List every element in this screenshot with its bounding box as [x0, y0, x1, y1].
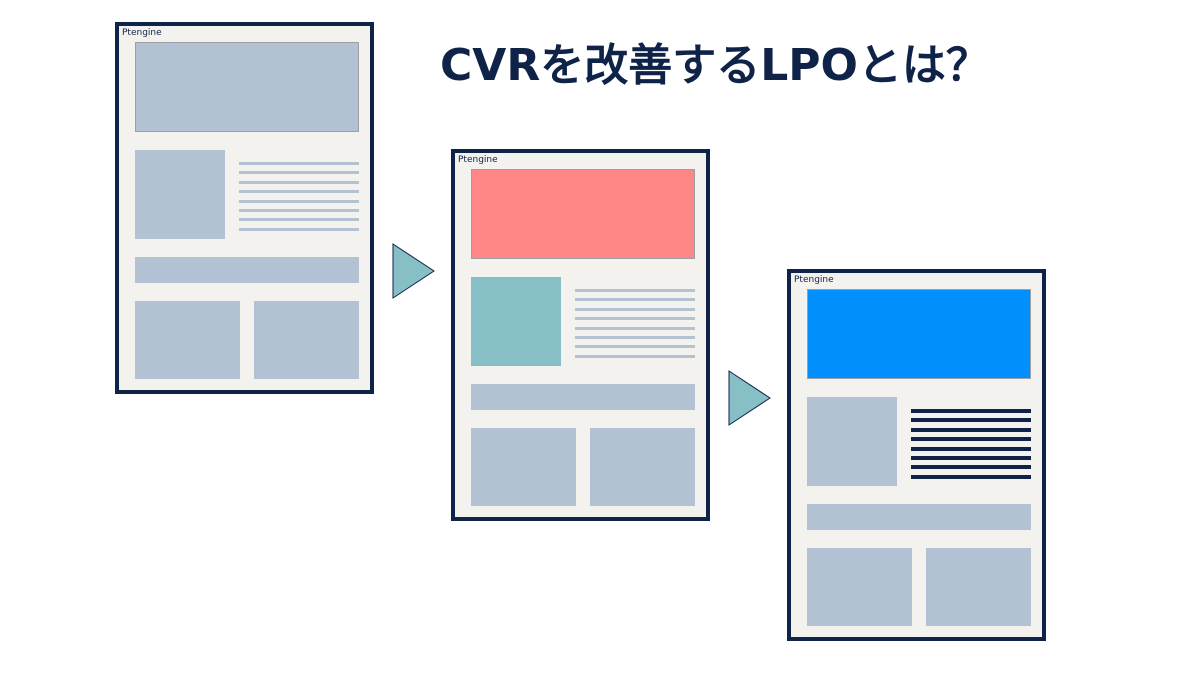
hero-block — [807, 289, 1031, 379]
text-line — [911, 446, 1031, 451]
text-line — [239, 180, 359, 184]
text-line — [239, 171, 359, 175]
text-line — [911, 474, 1031, 479]
image-block — [135, 150, 225, 239]
image-block — [471, 277, 561, 366]
text-line — [239, 162, 359, 165]
brand-label: Ptengine — [458, 155, 498, 165]
text-lines — [911, 409, 1031, 479]
text-line — [911, 465, 1031, 470]
play-triangle-icon — [392, 243, 435, 299]
card-block-left — [135, 301, 240, 379]
banner-block — [807, 504, 1031, 530]
text-line — [911, 427, 1031, 432]
text-line — [911, 409, 1031, 413]
card-block-right — [254, 301, 359, 379]
image-block — [807, 397, 897, 486]
text-lines — [239, 162, 359, 231]
text-line — [239, 209, 359, 212]
banner-block — [135, 257, 359, 283]
text-line — [575, 307, 695, 311]
banner-block — [471, 384, 695, 410]
diagram-title: CVRを改善するLPOとは？ — [440, 40, 990, 91]
text-line — [239, 199, 359, 203]
brand-label: Ptengine — [122, 28, 162, 38]
text-line — [575, 298, 695, 302]
card-block-left — [807, 548, 912, 626]
text-line — [575, 317, 695, 321]
text-line — [575, 289, 695, 292]
text-line — [911, 456, 1031, 460]
landing-page-mockup-original: Ptengine — [115, 22, 374, 394]
hero-block — [471, 169, 695, 259]
text-line — [911, 418, 1031, 423]
card-block-right — [926, 548, 1031, 626]
text-line — [575, 354, 695, 358]
text-line — [575, 345, 695, 349]
brand-label: Ptengine — [794, 275, 834, 285]
text-line — [575, 326, 695, 330]
play-triangle-icon — [728, 370, 771, 426]
text-line — [575, 336, 695, 339]
card-block-right — [590, 428, 695, 506]
landing-page-mockup-variant-b: Ptengine — [787, 269, 1046, 641]
landing-page-mockup-variant-a: Ptengine — [451, 149, 710, 521]
hero-block — [135, 42, 359, 132]
text-line — [239, 218, 359, 222]
card-block-left — [471, 428, 576, 506]
text-line — [239, 190, 359, 194]
text-line — [911, 437, 1031, 442]
text-line — [239, 227, 359, 231]
text-lines — [575, 289, 695, 358]
